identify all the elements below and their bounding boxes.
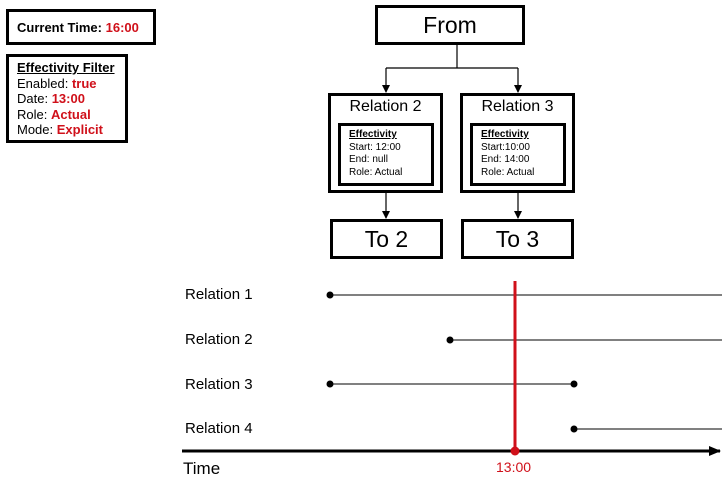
- relation2-effectivity-title: Effectivity: [349, 129, 397, 140]
- relation3-node: Relation 3 Effectivity Start:10:00 End: …: [460, 93, 575, 193]
- filter-mode-label: Mode:: [17, 122, 54, 137]
- relation2-effectivity-role: Role: Actual: [349, 166, 403, 178]
- timeline-relation2-start: [446, 336, 454, 344]
- relation3-effectivity-role: Role: Actual: [481, 166, 535, 178]
- to3-node-label: To 3: [495, 225, 540, 252]
- filter-date-label: Date:: [17, 91, 49, 106]
- from-node: From: [375, 5, 525, 45]
- timeline-row-label-1: Relation 1: [185, 286, 253, 303]
- relation2-node: Relation 2 Effectivity Start: 12:00 End:…: [328, 93, 443, 193]
- filter-enabled-row: Enabled: true: [17, 76, 125, 92]
- filter-role-row: Role: Actual: [17, 107, 125, 123]
- filter-enabled-value: true: [71, 75, 97, 91]
- effectivity-filter-box: Effectivity Filter Enabled: true Date: 1…: [6, 54, 128, 143]
- relation3-effectivity-end: End: 14:00: [481, 154, 530, 165]
- filter-date-row: Date: 13:00: [17, 91, 125, 107]
- relation2-effectivity-start: Start: 12:00: [349, 141, 401, 153]
- to2-node-label: To 2: [364, 225, 409, 252]
- relation3-title: Relation 3: [481, 98, 554, 115]
- timeline-relation4-start: [570, 425, 578, 433]
- filter-role-label: Role:: [17, 106, 48, 122]
- timeline-row-label-3: Relation 3: [185, 376, 253, 393]
- filter-enabled-label: Enabled:: [17, 75, 69, 91]
- filter-mode-row: Mode: Explicit: [17, 122, 125, 138]
- filter-mode-value: Explicit: [56, 122, 104, 137]
- timeline-relation3-end: [570, 380, 578, 388]
- relation2-effectivity-box: Effectivity Start: 12:00 End: null Role:…: [338, 123, 434, 186]
- timeline-row-label-4: Relation 4: [185, 420, 253, 437]
- relation3-effectivity-title: Effectivity: [481, 129, 529, 140]
- time-axis-label: Time: [183, 459, 221, 478]
- relation3-effectivity-box: Effectivity Start:10:00 End: 14:00 Role:…: [470, 123, 566, 186]
- relation2-title: Relation 2: [349, 98, 422, 115]
- to3-node: To 3: [461, 219, 574, 259]
- filter-date-value: 13:00: [51, 91, 85, 106]
- filter-date-marker-label: 13:00: [496, 459, 532, 475]
- filter-role-value: Actual: [50, 106, 91, 122]
- from-node-label: From: [423, 11, 477, 38]
- relation2-effectivity-end: End: null: [349, 154, 388, 165]
- timeline-row-label-2: Relation 2: [185, 331, 253, 348]
- current-time-label: Current Time:: [17, 20, 102, 35]
- current-time-box: Current Time: 16:00: [6, 9, 156, 45]
- timeline-relation3-start: [326, 380, 334, 388]
- timeline-relation1-start: [326, 291, 334, 299]
- effectivity-filter-title: Effectivity Filter: [17, 60, 115, 75]
- filter-date-marker-dot: [510, 446, 520, 456]
- to2-node: To 2: [330, 219, 443, 259]
- relation3-effectivity-start: Start:10:00: [481, 141, 530, 153]
- current-time-value: 16:00: [105, 20, 139, 35]
